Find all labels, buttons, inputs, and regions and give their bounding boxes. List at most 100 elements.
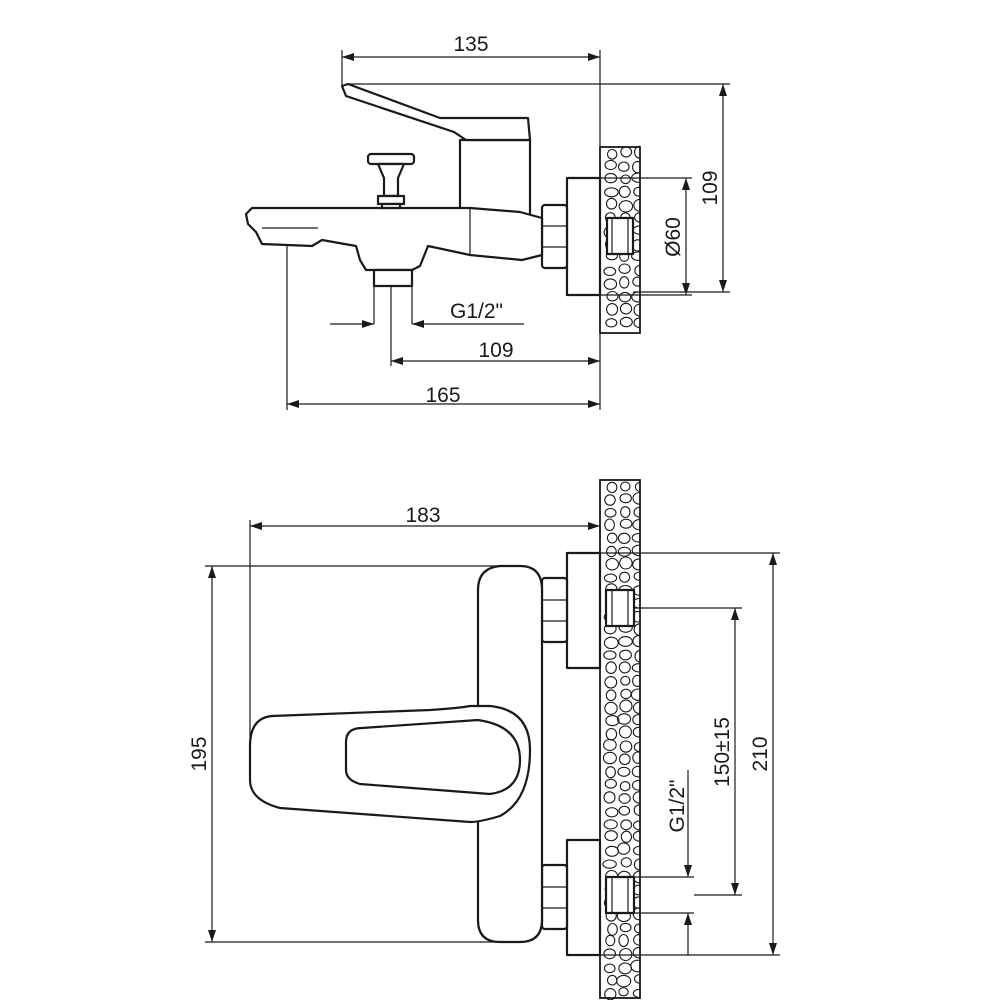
wall-stone	[632, 820, 640, 831]
wall-stone	[632, 988, 640, 998]
wall-stone	[618, 185, 631, 198]
wall-stone	[619, 518, 633, 529]
side-escutcheon	[565, 176, 635, 297]
wall-stone	[618, 661, 631, 674]
side-outlet-nipple	[372, 268, 414, 324]
wall-stone	[619, 276, 630, 289]
wall-stone	[631, 251, 640, 261]
wall-stone	[617, 532, 631, 544]
wall-stone	[604, 507, 617, 518]
wall-stone	[633, 317, 640, 329]
wall-stone	[618, 793, 631, 804]
wall-stone	[607, 922, 618, 936]
wall-stone	[604, 494, 616, 506]
wall-stone	[617, 842, 631, 855]
wall-stone	[620, 481, 631, 492]
front-escutcheon-upper	[540, 551, 636, 670]
wall-stone	[632, 726, 640, 738]
wall-stone	[633, 571, 640, 581]
front-wall-section	[599, 479, 641, 1000]
wall-stone	[605, 715, 620, 727]
dim-spout-to-wall: 109	[390, 286, 601, 410]
side-diverter-knob	[366, 152, 416, 210]
front-view: 183 195 G1/2" 150±15	[188, 479, 780, 1000]
wall-stone	[634, 481, 640, 493]
wall-stone	[631, 544, 640, 557]
wall-stone	[619, 556, 633, 570]
wall-stone	[602, 751, 617, 765]
wall-stone	[632, 946, 640, 959]
dim-center-distance-label: 150±15	[711, 717, 734, 787]
dim-spout-to-wall-label: 109	[478, 339, 513, 362]
wall-stone	[633, 923, 640, 934]
wall-stone	[604, 159, 617, 171]
wall-stone	[606, 303, 619, 316]
wall-stone	[602, 859, 617, 869]
wall-stone	[618, 753, 631, 766]
wall-stone	[618, 291, 632, 303]
dim-overall-height: 109	[348, 83, 730, 293]
dim-height-label: 195	[188, 736, 211, 771]
wall-stone	[605, 318, 618, 328]
wall-stone	[603, 573, 618, 583]
wall-stone	[605, 934, 616, 947]
wall-stone	[620, 819, 633, 831]
dim-spout-tip-to-wall: 165	[286, 246, 600, 410]
wall-stone	[633, 858, 640, 871]
dim-thread-front-label: G1/2"	[666, 780, 689, 833]
wall-stone	[617, 161, 630, 172]
wall-stone	[630, 959, 640, 973]
wall-stone	[603, 636, 619, 650]
front-escutcheon-lower	[540, 838, 636, 957]
wall-stone	[631, 663, 640, 673]
wall-stone	[633, 933, 640, 946]
side-spout-body	[244, 138, 544, 272]
wall-stone	[631, 765, 640, 778]
wall-stone	[631, 779, 640, 791]
front-lever-handle	[248, 704, 532, 824]
wall-stone	[618, 263, 631, 274]
wall-stone	[603, 963, 616, 974]
wall-stone	[605, 807, 619, 818]
wall-stone	[619, 649, 632, 661]
wall-stone	[618, 636, 633, 647]
wall-stone	[632, 491, 640, 505]
dim-overall-height-label: 109	[699, 170, 722, 205]
dim-overall-depth-label: 135	[453, 33, 488, 56]
wall-stone	[604, 676, 618, 689]
wall-stone	[605, 766, 616, 779]
wall-stone	[634, 264, 640, 277]
side-lever-handle	[340, 82, 532, 142]
wall-stone	[619, 316, 633, 328]
wall-stone	[618, 725, 632, 739]
wall-stone	[605, 197, 618, 210]
wall-stone	[632, 276, 640, 287]
wall-stone	[603, 650, 617, 660]
wall-stone	[618, 987, 629, 997]
wall-stone	[603, 278, 618, 290]
dim-spout-tip-to-wall-label: 165	[425, 384, 460, 407]
dim-center-distance: 150±15	[634, 607, 742, 896]
wall-stone	[620, 174, 631, 185]
wall-stone	[606, 545, 617, 558]
wall-stone	[620, 675, 631, 686]
side-view: 135 109 Ø60 G1/2"	[244, 33, 730, 410]
wall-stone	[631, 532, 640, 543]
wall-stone	[616, 974, 632, 988]
dim-thread-side-label: G1/2"	[450, 300, 503, 323]
wall-stone	[634, 145, 640, 159]
dim-overall-height-front-label: 210	[749, 736, 772, 771]
wall-stone	[619, 571, 631, 583]
wall-stone	[603, 738, 617, 752]
wall-stone	[618, 933, 629, 948]
dim-thread-front: G1/2"	[634, 770, 694, 955]
wall-stone	[632, 674, 640, 688]
wall-stone	[603, 819, 618, 830]
wall-stone	[606, 290, 619, 302]
wall-stone	[617, 766, 631, 777]
wall-stone	[620, 506, 631, 519]
wall-stone	[633, 804, 640, 816]
wall-stone	[619, 922, 632, 933]
wall-stone	[605, 557, 620, 571]
